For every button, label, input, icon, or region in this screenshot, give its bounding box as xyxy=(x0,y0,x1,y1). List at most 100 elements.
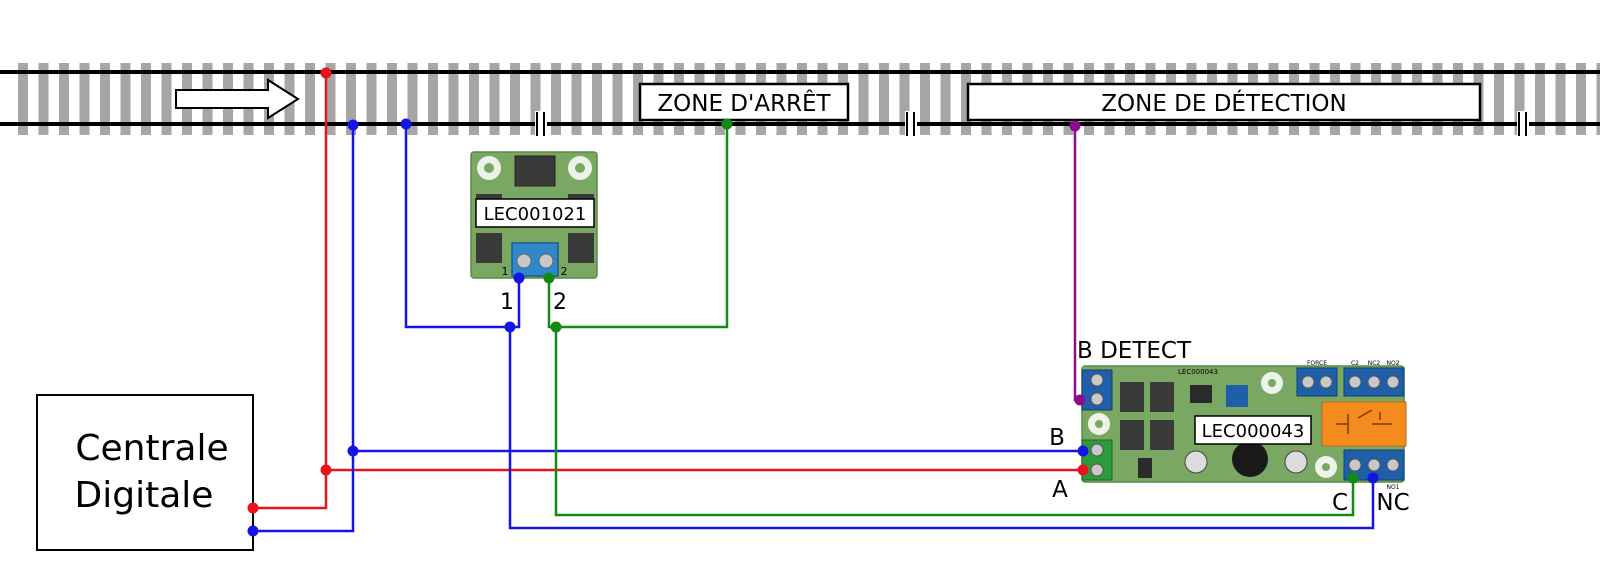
relay xyxy=(1321,401,1407,447)
track-sleeper xyxy=(100,63,110,135)
b-detect-label: B DETECT xyxy=(1077,338,1192,364)
junction-dot xyxy=(721,118,733,130)
track-sleeper xyxy=(530,63,541,135)
diode-component xyxy=(514,155,556,187)
track-sleeper xyxy=(1555,63,1566,135)
module-lec001021: LEC001021 1 2 xyxy=(470,151,598,279)
track-sleeper xyxy=(510,63,520,135)
chip-component xyxy=(1138,458,1152,478)
track-sleeper xyxy=(551,63,561,135)
track-sleeper xyxy=(592,63,602,135)
mounting-hole xyxy=(1315,456,1337,478)
rail-insulating-gap xyxy=(905,111,917,137)
junction-dot xyxy=(247,525,259,537)
track-sleeper xyxy=(18,63,28,135)
wire-green-to-module-2 xyxy=(547,278,1355,517)
junction-dot xyxy=(1074,394,1086,406)
track-sleeper xyxy=(141,63,151,135)
track-sleeper xyxy=(120,63,131,135)
silk-module-name: LEC000043 xyxy=(1178,368,1218,376)
track-sleeper xyxy=(59,63,69,135)
track-sleeper xyxy=(38,63,49,135)
detection-zone-text: ZONE DE DÉTECTION xyxy=(1101,89,1347,117)
module-lec000043: LEC000043 FORCE C2 NC2 NO2 NO1 LEC000043 xyxy=(1081,360,1407,491)
terminal-1-label: 1 xyxy=(500,290,514,315)
track-sleeper xyxy=(920,63,930,135)
track-sleeper xyxy=(1494,63,1504,135)
track-sleeper xyxy=(161,63,172,135)
track-sleeper xyxy=(633,63,643,135)
header-terminal-force xyxy=(1296,367,1338,397)
junction-dot xyxy=(1077,464,1089,476)
track-sleeper xyxy=(1514,63,1525,135)
mosfet-component xyxy=(1150,420,1174,450)
terminal-nc-label: NC xyxy=(1376,490,1409,516)
diode-component xyxy=(476,233,502,263)
junction-dot xyxy=(1069,120,1081,132)
junction-dot xyxy=(1077,445,1089,457)
silk-c2: C2 xyxy=(1351,360,1359,367)
module-name-box xyxy=(1194,415,1312,445)
junction-dot xyxy=(347,119,359,131)
track-sleeper xyxy=(387,63,397,135)
mosfet-component xyxy=(1120,420,1144,450)
potentiometer xyxy=(1226,385,1248,407)
silk-terminal-2: 2 xyxy=(561,265,568,278)
mounting-hole xyxy=(568,156,592,180)
junction-dot xyxy=(320,67,332,79)
silk-terminal-1: 1 xyxy=(502,265,509,278)
junction-dot xyxy=(504,321,516,333)
track-sleeper xyxy=(305,63,315,135)
terminal-c-label: C xyxy=(1332,490,1348,516)
terminal-a-label: A xyxy=(1052,477,1068,503)
stop-zone-text: ZONE D'ARRÊT xyxy=(657,89,831,117)
junction-dot xyxy=(347,445,359,457)
mounting-hole xyxy=(1261,372,1283,394)
track-sleeper xyxy=(448,63,459,135)
detection-zone-label: ZONE DE DÉTECTION xyxy=(966,82,1482,122)
mounting-hole xyxy=(1088,413,1110,435)
wire-green-stop-zone xyxy=(556,124,729,329)
central-line1: Centrale xyxy=(75,428,228,469)
track-sleeper xyxy=(366,63,377,135)
chip-component xyxy=(1190,385,1212,403)
track-sleeper xyxy=(346,63,356,135)
track-sleeper xyxy=(469,63,479,135)
digital-central: Centrale Digitale xyxy=(36,394,254,551)
header-terminal-relay2 xyxy=(1343,367,1405,397)
track-sleeper xyxy=(879,63,889,135)
central-line2: Digitale xyxy=(75,475,214,516)
inductor xyxy=(1232,441,1268,477)
mosfet-component xyxy=(1150,382,1174,412)
junction-dot xyxy=(1367,472,1379,484)
screw-terminal xyxy=(511,242,559,277)
track-sleeper xyxy=(325,63,336,135)
junction-dot xyxy=(1347,472,1359,484)
wire-blue-rail xyxy=(253,125,355,533)
track-sleeper xyxy=(1535,63,1545,135)
junction-dot xyxy=(247,502,259,514)
junction-dot xyxy=(543,272,555,284)
track-sleeper xyxy=(961,63,971,135)
screw-terminal-b-detect xyxy=(1081,369,1113,411)
wire-red-rail xyxy=(253,73,328,510)
track-sleeper xyxy=(1576,63,1586,135)
junctions xyxy=(247,67,1379,537)
track-sleeper xyxy=(489,63,500,135)
terminal-2-label: 2 xyxy=(553,290,567,315)
silk-no1: NO1 xyxy=(1386,484,1399,491)
track-sleeper xyxy=(899,63,910,135)
silk-force: FORCE xyxy=(1307,360,1327,367)
track-sleeper xyxy=(1596,63,1600,135)
wire-blue-to-nc xyxy=(508,327,1375,530)
rail-insulating-gap xyxy=(1517,111,1529,137)
track-sleeper xyxy=(940,63,951,135)
junction-dot xyxy=(320,464,332,476)
track-sleeper xyxy=(571,63,582,135)
junction-dot xyxy=(400,118,412,130)
capacitor xyxy=(1184,450,1208,474)
mosfet-component xyxy=(1120,382,1144,412)
stop-zone-label: ZONE D'ARRÊT xyxy=(638,82,850,122)
track-sleeper xyxy=(858,63,869,135)
